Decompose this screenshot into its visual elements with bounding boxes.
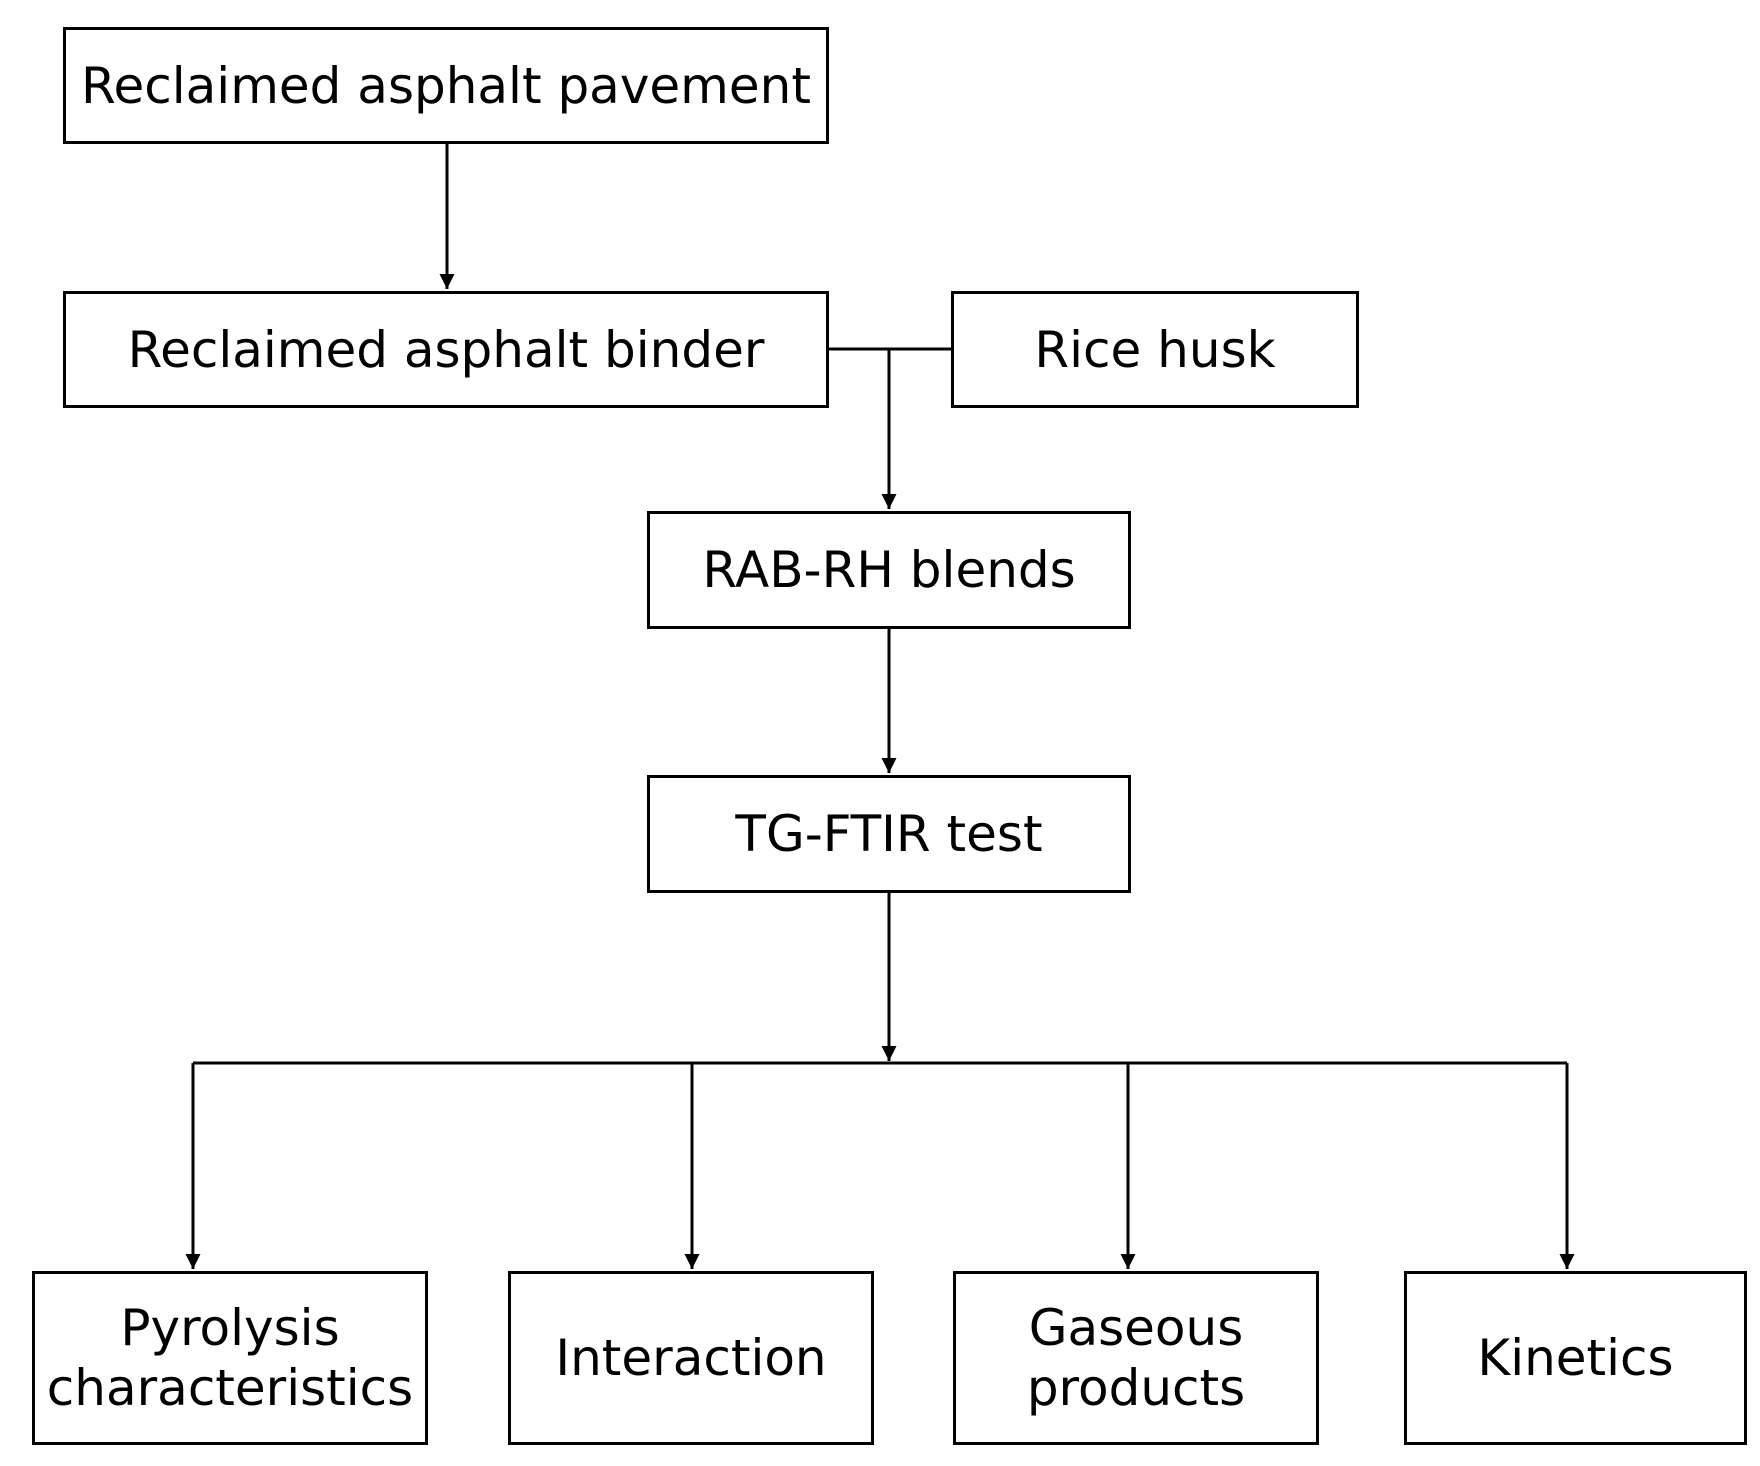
node-label: Interaction	[555, 1329, 827, 1387]
node-label: Reclaimed asphalt binder	[127, 320, 765, 379]
node-gaseous-products: Gaseous products	[953, 1271, 1319, 1445]
node-label: Pyrolysis characteristics	[46, 1299, 414, 1417]
node-label: Kinetics	[1477, 1329, 1674, 1387]
node-label: TG-FTIR test	[735, 805, 1043, 863]
node-label: Gaseous products	[1026, 1299, 1246, 1417]
node-tg-ftir-test: TG-FTIR test	[647, 775, 1131, 893]
node-interaction: Interaction	[508, 1271, 874, 1445]
node-kinetics: Kinetics	[1404, 1271, 1747, 1445]
node-label: Reclaimed asphalt pavement	[81, 56, 811, 115]
node-rice-husk: Rice husk	[951, 291, 1359, 408]
node-reclaimed-asphalt-binder: Reclaimed asphalt binder	[63, 291, 829, 408]
node-pyrolysis-characteristics: Pyrolysis characteristics	[32, 1271, 428, 1445]
node-label: RAB-RH blends	[702, 541, 1076, 599]
node-rab-rh-blends: RAB-RH blends	[647, 511, 1131, 629]
node-reclaimed-asphalt-pavement: Reclaimed asphalt pavement	[63, 27, 829, 144]
node-label: Rice husk	[1034, 320, 1276, 379]
